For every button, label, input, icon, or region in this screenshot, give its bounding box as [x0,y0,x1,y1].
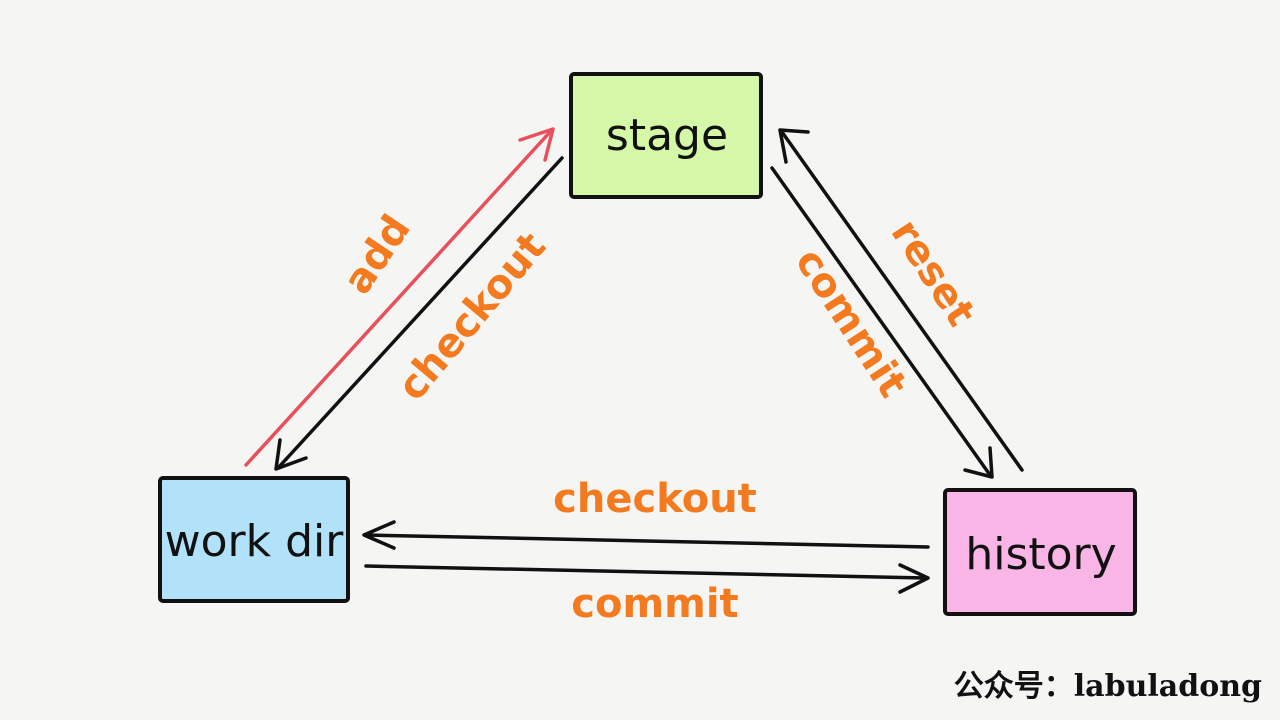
stage-node: stage [569,72,763,199]
commit-stage-arrow-head [963,446,994,479]
checkout-stage-arrow-head [274,438,308,471]
checkout-stage-to-workdir-arrow [274,156,564,471]
reset-arrow [778,128,1024,472]
work-dir-node: work dir [158,476,350,603]
reset-label: reset [882,211,984,334]
watermark: 公众号：labuladong [954,669,1262,704]
reset-arrow-head [778,128,810,164]
history-node: history [943,488,1137,616]
commit-workdir-arrow-line [364,564,928,580]
commit-stage-label: commit [786,240,916,405]
stage-label: stage [606,110,728,161]
checkout-stage-label: checkout [389,224,555,410]
stage-box [569,72,763,199]
work-dir-label: work dir [165,516,345,567]
checkout-stage-arrow-line [276,156,564,470]
add-arrow [244,127,555,467]
commit-stage-arrow-line [770,166,992,477]
commit-stage-to-history-arrow [770,166,994,479]
checkout-history-to-workdir-arrow [362,520,930,550]
add-arrow-line [244,130,552,467]
commit-workdir-label: commit [571,581,738,627]
history-box [943,488,1137,616]
commit-workdir-arrow-head [898,563,930,594]
checkout-history-arrow-line [364,533,930,549]
checkout-history-label: checkout [553,476,757,522]
reset-arrow-line [780,130,1024,472]
add-arrow-head [518,127,555,162]
work-dir-box [158,476,350,603]
commit-workdir-to-history-arrow [364,563,930,594]
checkout-history-arrow-head [362,520,396,550]
history-label: history [965,529,1116,580]
